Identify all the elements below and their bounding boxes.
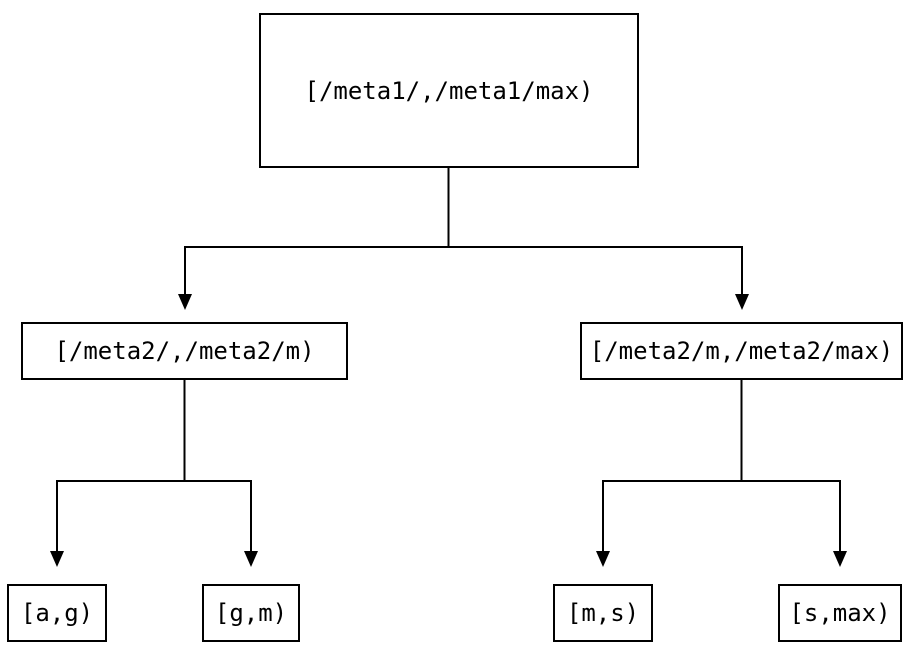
node-label: [g,m) xyxy=(214,599,288,627)
tree-node-leaf-ag: [a,g) xyxy=(7,584,107,642)
edge-root-children xyxy=(178,168,749,310)
tree-node-leaf-gm: [g,m) xyxy=(202,584,300,642)
node-label: [/meta1/,/meta1/max) xyxy=(304,76,594,105)
node-label: [s,max) xyxy=(789,599,891,627)
tree-node-root: [/meta1/,/meta1/max) xyxy=(259,13,639,168)
arrow-down-icon xyxy=(596,551,610,567)
node-label: [/meta2/m,/meta2/max) xyxy=(589,337,894,365)
arrow-down-icon xyxy=(178,294,192,310)
tree-node-leaf-smax: [s,max) xyxy=(778,584,902,642)
edge-right-children xyxy=(596,380,847,567)
node-label: [m,s) xyxy=(566,599,640,627)
arrow-down-icon xyxy=(735,294,749,310)
arrow-down-icon xyxy=(244,551,258,567)
node-label: [/meta2/,/meta2/m) xyxy=(54,337,315,365)
arrow-down-icon xyxy=(833,551,847,567)
tree-node-leaf-ms: [m,s) xyxy=(553,584,653,642)
edge-left-children xyxy=(50,380,258,567)
tree-node-left: [/meta2/,/meta2/m) xyxy=(21,322,348,380)
arrow-down-icon xyxy=(50,551,64,567)
node-label: [a,g) xyxy=(20,599,94,627)
tree-node-right: [/meta2/m,/meta2/max) xyxy=(580,322,903,380)
